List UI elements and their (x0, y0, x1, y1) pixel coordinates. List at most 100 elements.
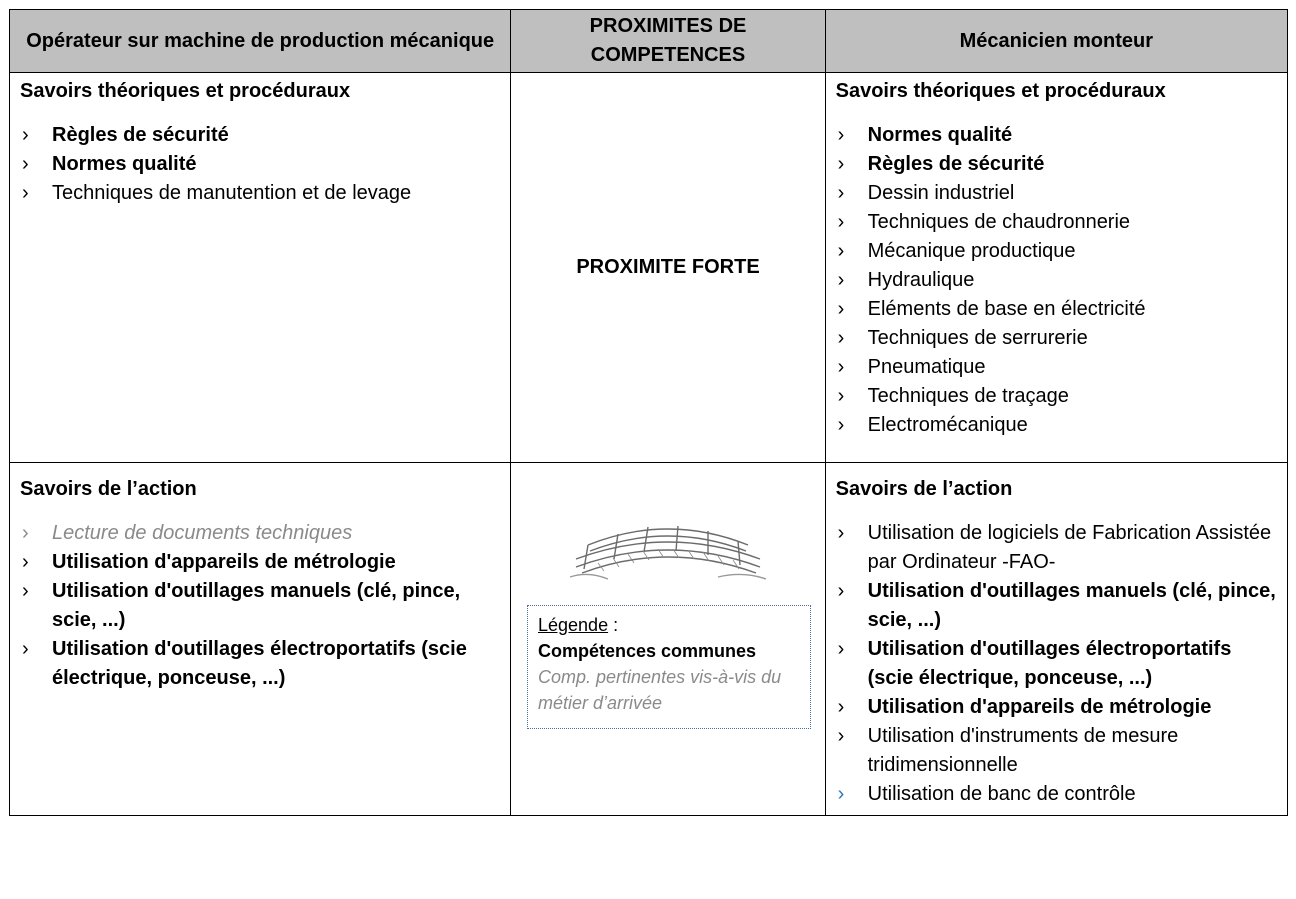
list-item: › Techniques de traçage (836, 382, 1279, 411)
bullet-icon: › (22, 580, 29, 602)
list-item: › Lecture de documents techniques (20, 519, 502, 548)
right-theoretical-title: Savoirs théoriques et procéduraux (835, 80, 1166, 102)
row-action-knowledge: Savoirs de l’action › Lecture de document… (9, 462, 1288, 816)
list-item: › Normes qualité (20, 150, 502, 179)
list-item: › Electromécanique (836, 411, 1279, 440)
header-row: Opérateur sur machine de production méca… (9, 9, 1288, 73)
list-item: › Utilisation d'outillages manuels (clé, … (20, 577, 502, 635)
list-item-text: Utilisation d'outillages manuels (clé, p… (52, 580, 461, 631)
bullet-icon: › (837, 298, 845, 320)
list-item-text: Utilisation de banc de contrôle (867, 783, 1136, 805)
bullet-icon: › (22, 124, 29, 146)
bullet-icon: › (837, 153, 845, 175)
list-item: › Techniques de manutention et de levage (20, 179, 502, 208)
list-item-text: Utilisation de logiciels de Fabrication … (867, 522, 1272, 573)
row-theoretical-knowledge: Savoirs théoriques et procéduraux › Règle… (9, 72, 1288, 463)
list-item: › Eléments de base en électricité (836, 295, 1279, 324)
left-action-list: › Lecture de documents techniques › Utilisa… (20, 519, 502, 693)
left-action-cell: Savoirs de l’action › Lecture de document… (9, 462, 512, 816)
bullet-icon: › (837, 638, 845, 660)
bullet-icon: › (837, 211, 845, 233)
right-action-list: › Utilisation de logiciels de Fabrication… (836, 519, 1279, 809)
legend-box: Légende : Compétences communes Comp. per… (527, 605, 811, 729)
list-item-text: Utilisation d'outillages électroportatif… (867, 638, 1232, 689)
bullet-icon: › (22, 182, 29, 204)
list-item-text: Techniques de manutention et de levage (52, 182, 412, 204)
bullet-icon: › (837, 522, 845, 544)
bullet-icon: › (837, 124, 845, 146)
list-item-text: Normes qualité (52, 153, 197, 175)
bullet-icon: › (837, 327, 845, 349)
list-item: › Utilisation d'appareils de métrologie (20, 548, 502, 577)
list-item: › Utilisation d'outillages électroportati… (20, 635, 502, 693)
legend-colon: : (608, 615, 619, 635)
list-item-text: Pneumatique (867, 356, 986, 378)
list-item-text: Lecture de documents techniques (52, 522, 353, 544)
list-item-text: Normes qualité (867, 124, 1013, 146)
left-theoretical-list: › Règles de sécurité › Normes qualité › Techn… (20, 121, 502, 208)
list-item: › Règles de sécurité (836, 150, 1279, 179)
list-item-text: Techniques de serrurerie (867, 327, 1088, 349)
right-theoretical-list: › Normes qualité › Règles de sécurité › Dessi… (836, 121, 1279, 440)
bullet-icon: › (837, 182, 845, 204)
bullet-icon: › (837, 240, 845, 262)
list-item-text: Hydraulique (867, 269, 975, 291)
bullet-icon: › (22, 638, 29, 660)
competence-table: Opérateur sur machine de production méca… (9, 9, 1288, 816)
list-item: › Utilisation d'appareils de métrologie (836, 693, 1279, 722)
list-item-text: Eléments de base en électricité (867, 298, 1146, 320)
list-item-text: Utilisation d'outillages manuels (clé, p… (867, 580, 1276, 631)
list-item: › Techniques de chaudronnerie (836, 208, 1279, 237)
bullet-icon: › (22, 522, 29, 544)
bridge-icon (569, 525, 767, 580)
header-middle: PROXIMITES DE COMPETENCES (510, 9, 826, 73)
header-right: Mécanicien monteur (824, 9, 1288, 73)
list-item-text: Utilisation d'appareils de métrologie (52, 551, 396, 573)
proximity-level: PROXIMITE FORTE (576, 256, 760, 278)
bullet-icon: › (837, 385, 845, 407)
list-item-text: Règles de sécurité (867, 153, 1045, 175)
legend-title: Légende (538, 615, 609, 635)
right-action-title: Savoirs de l’action (835, 478, 1013, 500)
list-item: › Utilisation de logiciels de Fabrication… (836, 519, 1279, 577)
document-page: Opérateur sur machine de production méca… (9, 9, 1288, 899)
list-item: › Utilisation de banc de contrôle (836, 780, 1279, 809)
bullet-icon: › (837, 725, 845, 747)
bullet-icon: › (22, 153, 29, 175)
list-item-text: Techniques de traçage (867, 385, 1069, 407)
bullet-icon: › (837, 356, 845, 378)
left-theoretical-cell: Savoirs théoriques et procéduraux › Règle… (9, 72, 512, 463)
list-item-text: Utilisation d'appareils de métrologie (867, 696, 1212, 718)
bullet-icon: › (837, 696, 845, 718)
list-item-text: Electromécanique (867, 414, 1028, 436)
list-item: › Règles de sécurité (20, 121, 502, 150)
left-action-title: Savoirs de l’action (20, 478, 197, 500)
middle-legend-cell: Légende : Compétences communes Comp. per… (510, 462, 826, 816)
right-theoretical-cell: Savoirs théoriques et procéduraux › Norme… (824, 72, 1288, 463)
middle-proximity-cell: PROXIMITE FORTE (510, 72, 826, 463)
list-item: › Utilisation d'outillages électroportati… (836, 635, 1279, 693)
list-item: › Techniques de serrurerie (836, 324, 1279, 353)
list-item-text: Règles de sécurité (52, 124, 229, 146)
legend-pertinent: Comp. pertinentes vis-à-vis du métier d’… (538, 667, 782, 713)
bullet-icon: › (837, 414, 845, 436)
list-item-text: Utilisation d'outillages électroportatif… (52, 638, 467, 689)
header-left: Opérateur sur machine de production méca… (9, 9, 512, 73)
list-item: › Utilisation d'outillages manuels (clé, … (836, 577, 1279, 635)
list-item-text: Dessin industriel (867, 182, 1015, 204)
left-theoretical-title: Savoirs théoriques et procéduraux (20, 80, 351, 102)
list-item: › Pneumatique (836, 353, 1279, 382)
list-item: › Mécanique productique (836, 237, 1279, 266)
list-item: › Dessin industriel (836, 179, 1279, 208)
right-action-cell: Savoirs de l’action › Utilisation de logi… (824, 462, 1288, 816)
list-item: › Normes qualité (836, 121, 1279, 150)
list-item-text: Utilisation d'instruments de mesure trid… (867, 725, 1179, 776)
list-item-text: Mécanique productique (867, 240, 1076, 262)
list-item: › Hydraulique (836, 266, 1279, 295)
bullet-icon: › (837, 783, 845, 805)
bullet-icon: › (837, 580, 845, 602)
list-item: › Utilisation d'instruments de mesure tri… (836, 722, 1279, 780)
bullet-icon: › (22, 551, 29, 573)
list-item-text: Techniques de chaudronnerie (867, 211, 1131, 233)
bullet-icon: › (837, 269, 845, 291)
